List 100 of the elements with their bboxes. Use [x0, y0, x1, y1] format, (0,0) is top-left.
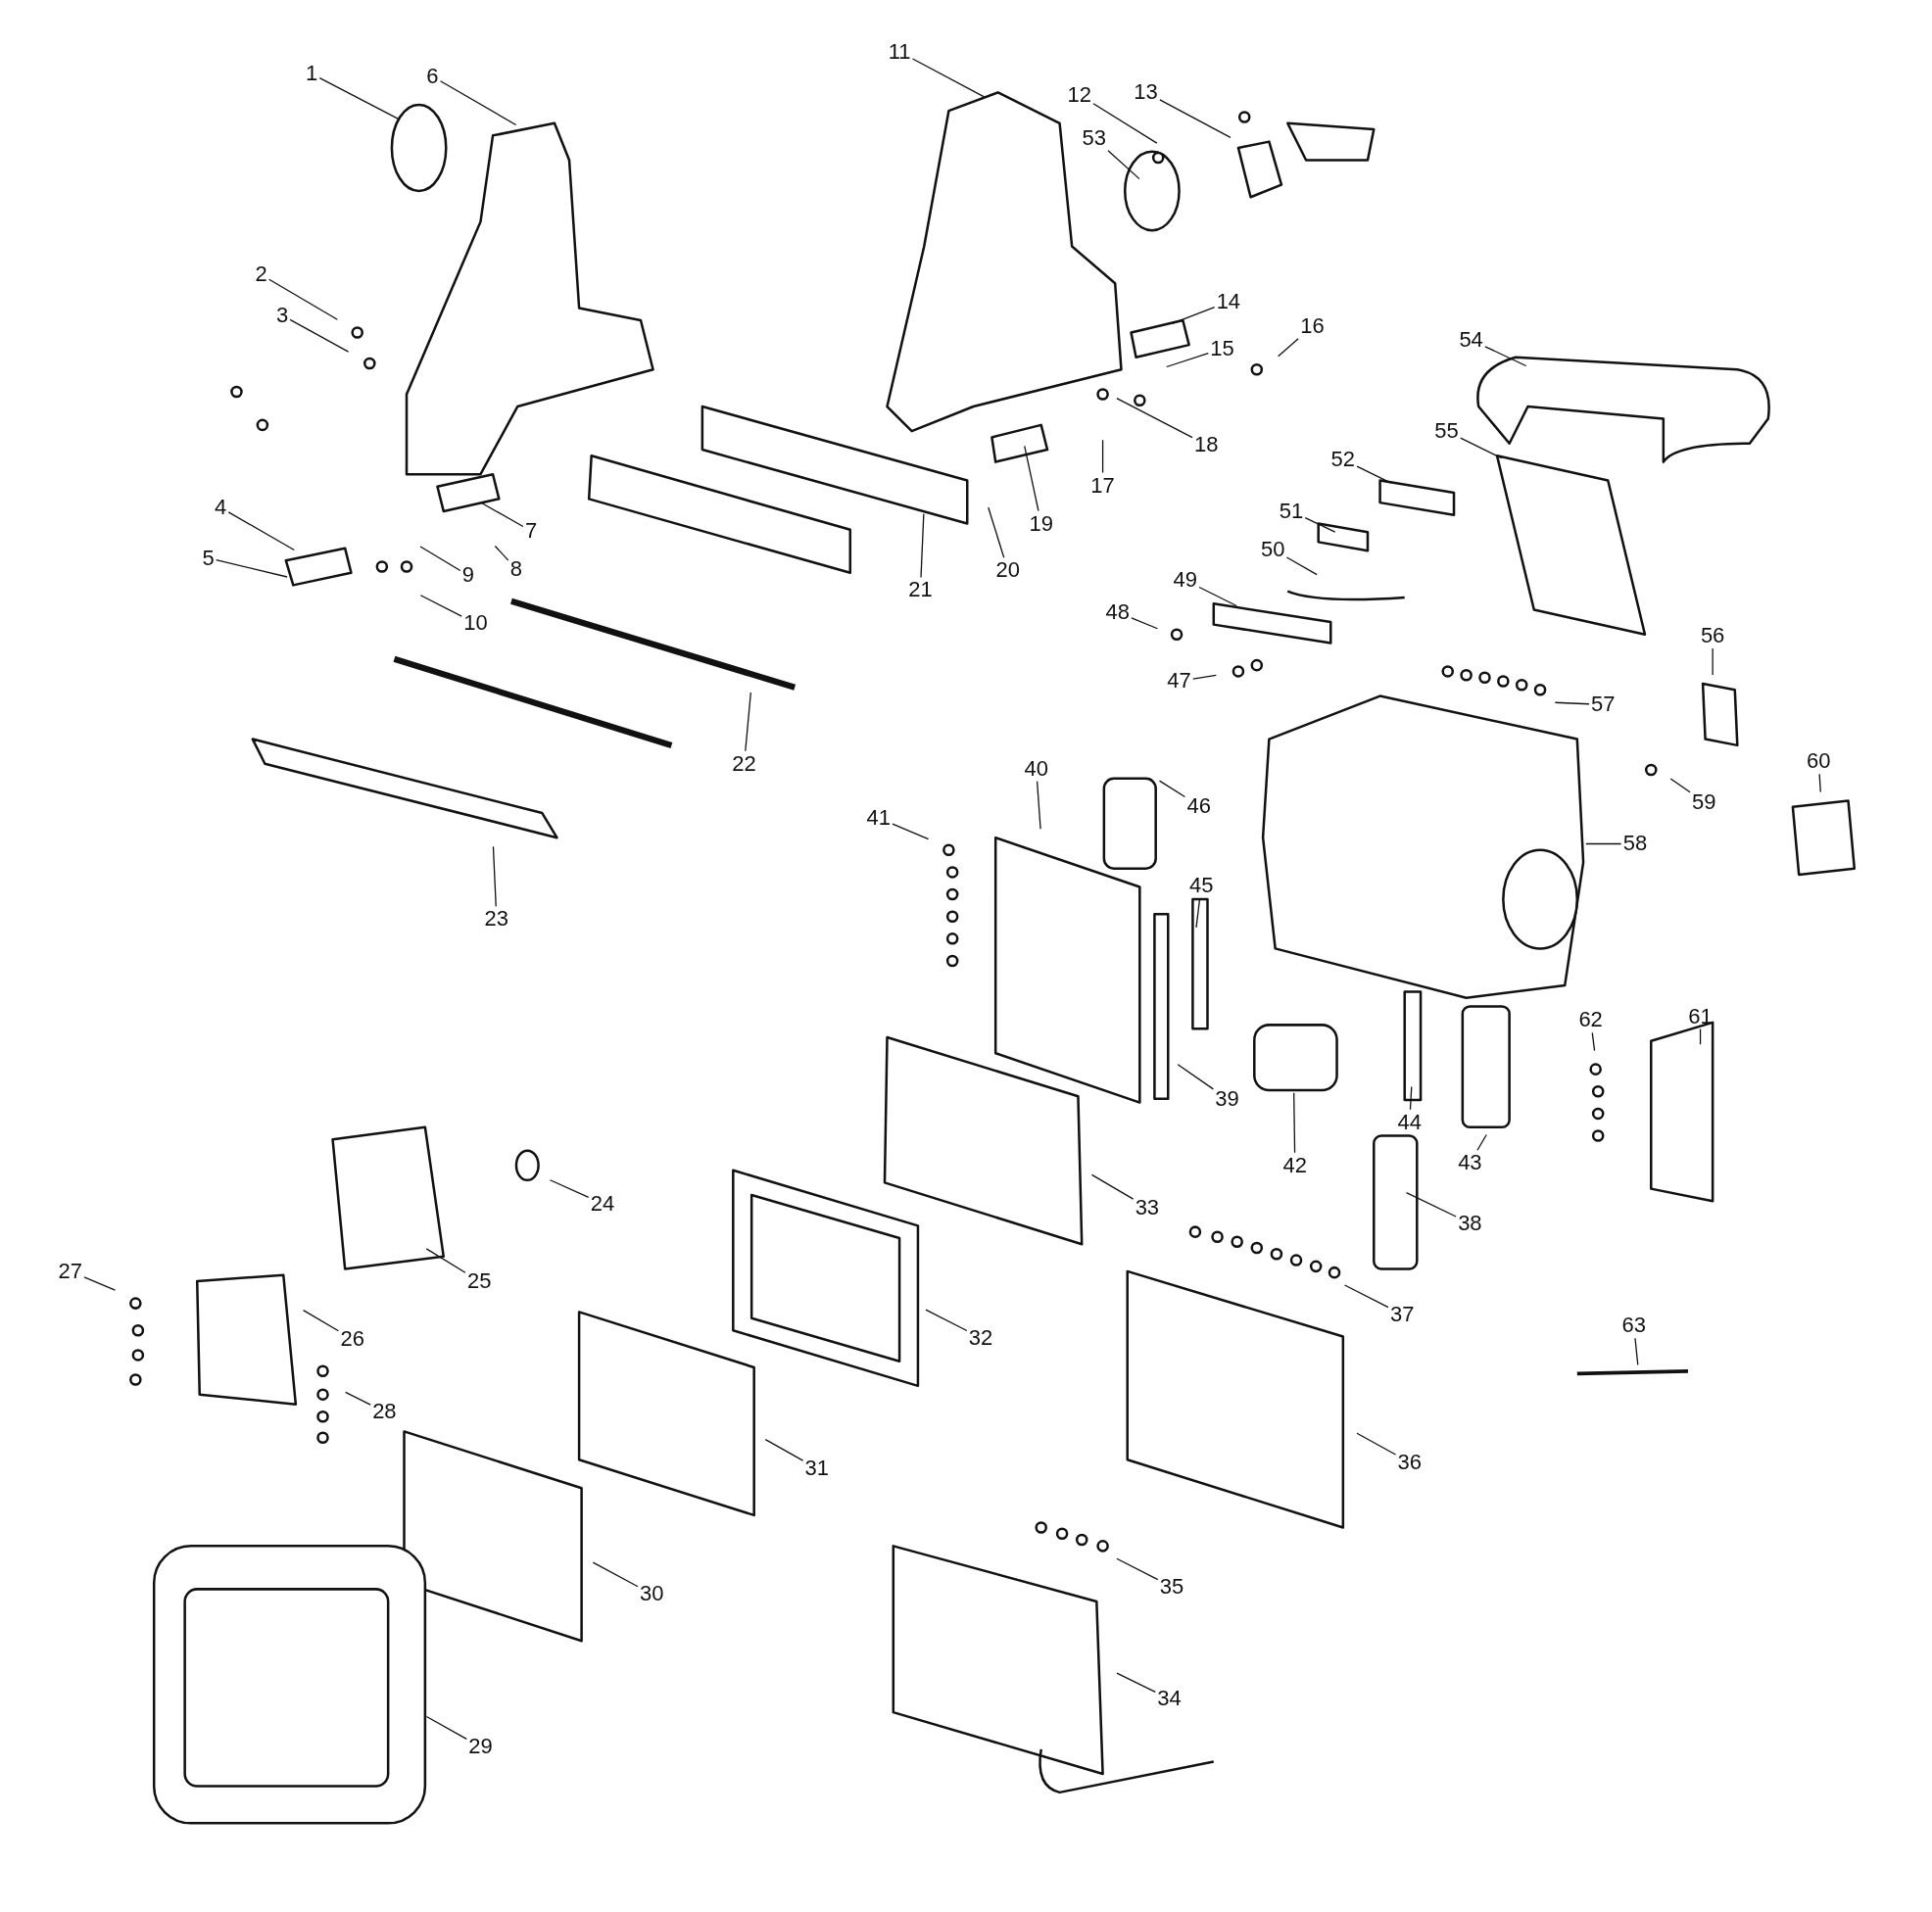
callout-number: 40 [1024, 756, 1048, 781]
leader-line [425, 1715, 467, 1740]
leader-line [1278, 338, 1299, 358]
leader-line [439, 80, 517, 126]
leader-line [1304, 517, 1336, 533]
leader-line [481, 502, 524, 528]
callout-number: 49 [1173, 568, 1198, 593]
callout-number: 45 [1188, 874, 1214, 898]
callout-number: 1 [306, 62, 318, 86]
leader-line [1195, 897, 1201, 929]
callout-number: 48 [1105, 600, 1130, 625]
callout-number: 36 [1397, 1450, 1422, 1474]
leader-line [1585, 842, 1622, 845]
leader-line [1285, 556, 1318, 576]
leader-line [1107, 150, 1140, 180]
callout-number: 59 [1692, 789, 1716, 814]
leader-line [1634, 1337, 1639, 1365]
callout-number: 61 [1688, 1004, 1713, 1028]
callout-number: 11 [888, 39, 911, 64]
leader-line [345, 1391, 371, 1406]
leader-line [419, 595, 462, 617]
callout-number: 52 [1330, 448, 1356, 472]
leader-line [911, 58, 986, 98]
callout-number: 3 [275, 303, 289, 327]
callout-number: 15 [1210, 336, 1234, 360]
leader-line [216, 559, 288, 578]
leader-line [592, 1561, 639, 1588]
leader-line [1484, 346, 1527, 367]
leader-line [1476, 1133, 1487, 1151]
callout-number: 16 [1300, 314, 1325, 339]
leader-line [1356, 465, 1391, 484]
leader-line [1172, 306, 1216, 324]
leader-line [318, 77, 400, 120]
leader-line [1293, 1092, 1296, 1154]
leader-line [227, 511, 295, 551]
callout-number: 19 [1029, 511, 1053, 536]
callout-number: 20 [995, 558, 1020, 583]
callout-number: 31 [804, 1457, 830, 1481]
callout-number: 21 [908, 578, 933, 602]
leader-line [268, 278, 339, 320]
leader-line [1669, 778, 1691, 793]
callout-number: 34 [1157, 1687, 1182, 1711]
leader-line [419, 546, 461, 572]
leader-line [988, 506, 1005, 558]
callout-number: 30 [640, 1582, 664, 1606]
leader-line [1131, 617, 1159, 630]
callout-number: 63 [1621, 1314, 1646, 1338]
leader-line [1343, 1284, 1389, 1309]
leader-line [1356, 1432, 1397, 1456]
leader-line [1116, 397, 1193, 439]
callout-number: 18 [1194, 433, 1219, 456]
leader-line [892, 823, 930, 840]
callout-number: 33 [1135, 1195, 1160, 1219]
callout-number: 38 [1458, 1211, 1482, 1235]
leader-line [1192, 674, 1217, 680]
callout-number: 26 [340, 1327, 364, 1352]
callout-number: 57 [1590, 693, 1616, 717]
callout-number: 22 [732, 751, 756, 776]
callout-number: 7 [524, 519, 538, 544]
leader-line [1712, 647, 1714, 676]
callout-number: 51 [1279, 499, 1304, 523]
callout-number: 5 [202, 546, 215, 570]
callout-number: 43 [1458, 1151, 1482, 1175]
leader-line [492, 845, 497, 907]
leader-line [1090, 1173, 1135, 1200]
callout-number: 32 [968, 1325, 993, 1350]
leader-line [1116, 1557, 1159, 1581]
callout-number: 56 [1700, 623, 1725, 647]
leader-line [549, 1179, 590, 1198]
leader-line [1591, 1031, 1596, 1052]
callout-number: 14 [1216, 290, 1241, 314]
callout-number: 10 [463, 611, 488, 636]
callout-number: 62 [1578, 1008, 1603, 1032]
leader-line [920, 513, 925, 579]
callout-number: 50 [1260, 537, 1285, 561]
callout-number: 41 [866, 806, 891, 831]
leader-line [494, 545, 509, 561]
leader-line [425, 1248, 466, 1273]
callout-number: 27 [58, 1259, 82, 1283]
leader-line [1036, 781, 1041, 830]
leader-line [1116, 1672, 1156, 1693]
leader-line [1409, 1085, 1413, 1111]
leader-line [925, 1309, 968, 1332]
leader-line [1101, 439, 1104, 474]
callout-number: 58 [1622, 832, 1648, 856]
callout-number: 23 [484, 907, 509, 932]
leader-line [302, 1310, 340, 1332]
leader-line [1554, 701, 1590, 705]
callout-number: 44 [1397, 1110, 1422, 1134]
leader-line [1158, 780, 1186, 798]
leader-line [1177, 1064, 1214, 1090]
leader-line [1024, 445, 1039, 512]
callout-number: 8 [509, 557, 523, 582]
leader-line [1159, 99, 1232, 139]
leader-line [764, 1438, 804, 1461]
leader-line [1699, 1028, 1702, 1045]
leader-line [1092, 103, 1158, 144]
callout-number: 17 [1090, 473, 1115, 498]
callout-number: 54 [1459, 328, 1483, 353]
callout-number: 24 [590, 1191, 615, 1216]
